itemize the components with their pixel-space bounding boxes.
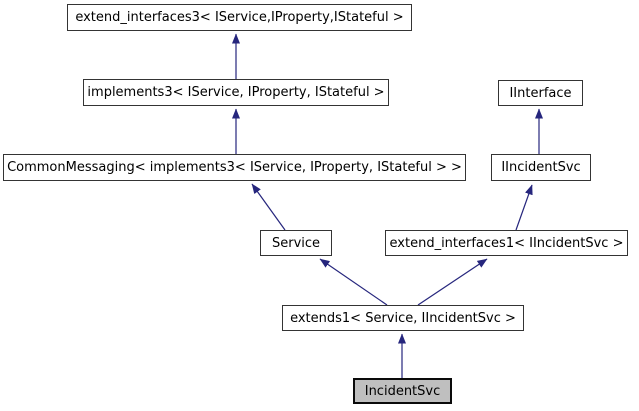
node-extend-interfaces1[interactable]: extend_interfaces1< IIncidentSvc >	[385, 230, 628, 256]
edge-extend_interfaces1-to-iincidentsvc	[515, 184, 533, 231]
node-commonmessaging[interactable]: CommonMessaging< implements3< IService, …	[3, 154, 466, 181]
node-extends1[interactable]: extends1< Service, IIncidentSvc >	[282, 305, 524, 331]
node-incidentsvc: IncidentSvc	[353, 378, 452, 404]
edge-extends1-to-extend_interfaces1	[417, 258, 488, 306]
edge-extends1-to-service	[319, 258, 388, 306]
edge-service-to-commonmessaging	[251, 183, 286, 231]
node-iincidentsvc[interactable]: IIncidentSvc	[491, 154, 591, 181]
node-iinterface[interactable]: IInterface	[498, 80, 583, 106]
node-implements3[interactable]: implements3< IService, IProperty, IState…	[83, 79, 389, 106]
node-service[interactable]: Service	[260, 230, 332, 256]
node-extend-interfaces3[interactable]: extend_interfaces3< IService,IProperty,I…	[67, 4, 412, 31]
